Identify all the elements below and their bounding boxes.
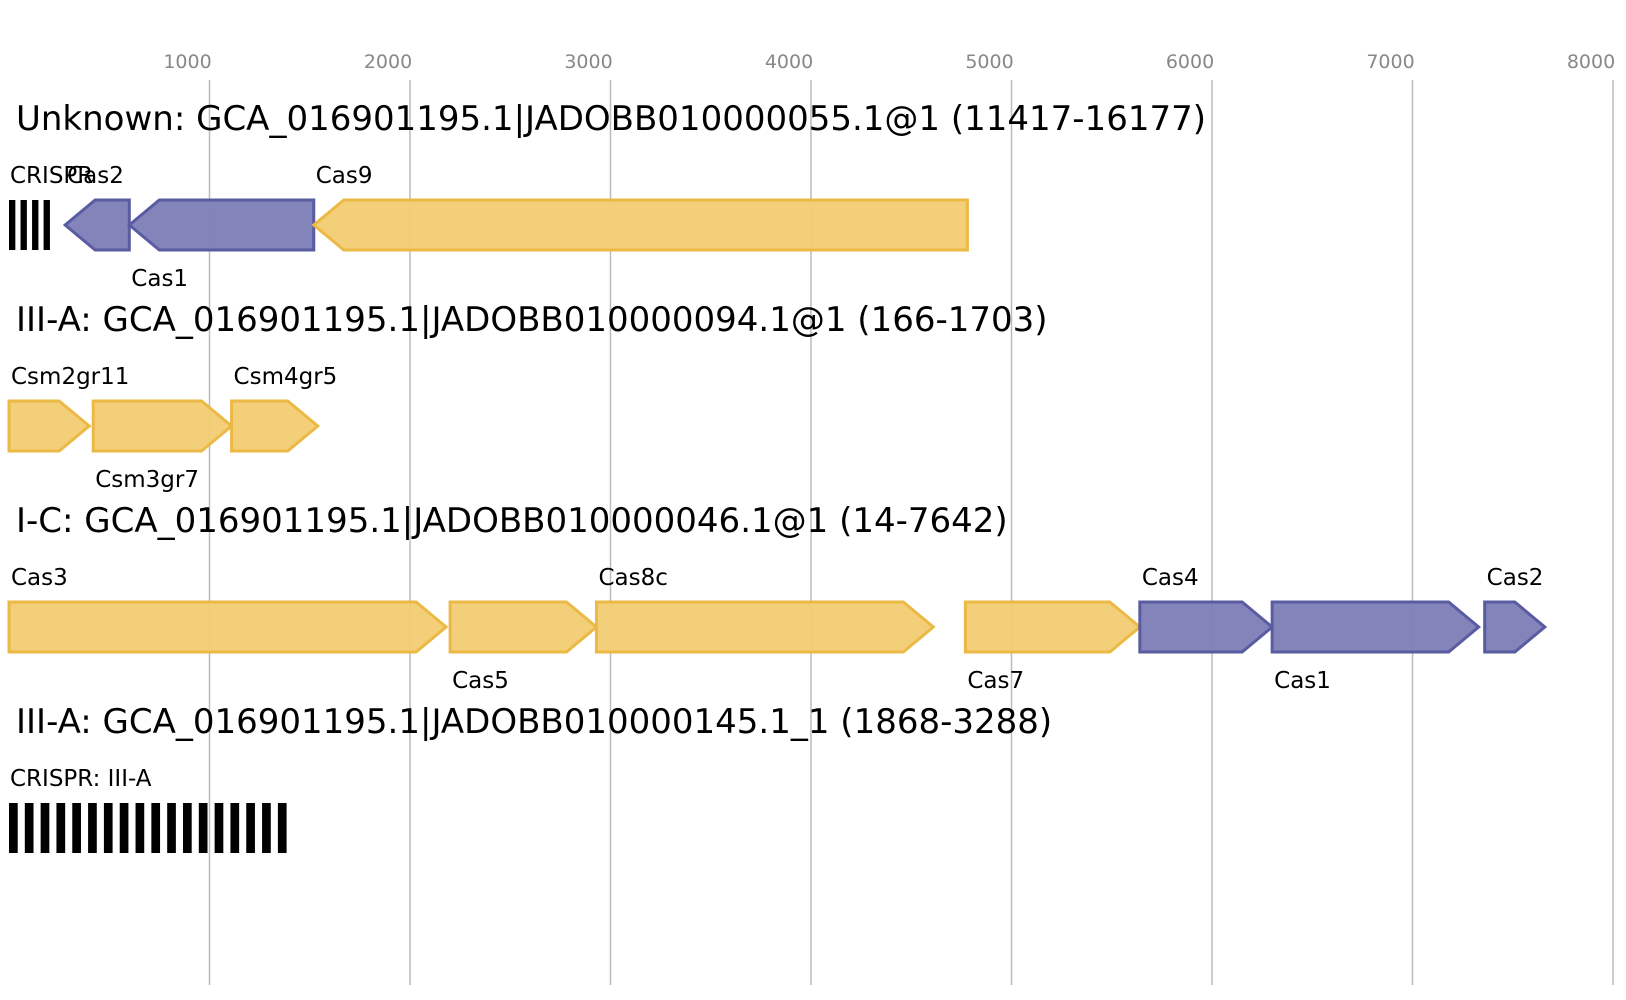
locus-track: III-A: GCA_016901195.1|JADOBB010000094.1… [7,300,1048,493]
gene-cas1-arrow [126,198,316,252]
gene-csm2gr11-arrow [7,399,92,453]
crispr-label: CRISPR: III-A [10,766,152,792]
axis-tick-label: 8000 [1567,51,1615,73]
gene-cas2-arrow [62,198,131,252]
gene-csm4gr5-label: Csm4gr5 [234,364,338,390]
crispr-repeat [43,200,50,250]
crispr-repeat [103,803,113,853]
axis-tick-label: 6000 [1166,51,1214,73]
crispr-repeat [24,803,34,853]
gene-csm3gr7-label: Csm3gr7 [95,467,199,493]
crispr-array: CRISPR [9,163,93,250]
gene-cas2-label: Cas2 [1487,565,1544,591]
locus-title: III-A: GCA_016901195.1|JADOBB010000145.1… [16,702,1052,742]
axis-tick-label: 7000 [1366,51,1414,73]
gene-cas2-label: Cas2 [67,163,124,189]
gene-cas2-arrow [1483,600,1548,654]
crispr-repeat [119,803,129,853]
locus-title: III-A: GCA_016901195.1|JADOBB010000094.1… [16,300,1048,340]
axis-tick-label: 4000 [765,51,813,73]
gene-cas9-arrow [311,198,969,252]
locus-title: Unknown: GCA_016901195.1|JADOBB010000055… [16,99,1206,139]
axis-tick-label: 3000 [564,51,612,73]
crispr-repeat [230,803,240,853]
crispr-repeat [167,803,176,853]
crispr-repeat [72,803,81,853]
crispr-repeat [20,200,27,250]
gene-cas8c-arrow [594,600,936,654]
crispr-repeat [88,803,97,853]
crispr-repeat [135,803,145,853]
gene-cas4-label: Cas4 [1142,565,1199,591]
gene-csm3gr7-arrow [91,399,234,453]
locus-track: Unknown: GCA_016901195.1|JADOBB010000055… [9,99,1206,292]
crispr-array: CRISPR: III-A [9,766,287,853]
crispr-repeat [214,803,224,853]
gene-csm2gr11-label: Csm2gr11 [11,364,129,390]
crispr-repeat [32,200,39,250]
track-list: Unknown: GCA_016901195.1|JADOBB010000055… [7,99,1548,853]
crispr-repeat [246,803,255,853]
gene-cas5-arrow [448,600,599,654]
gene-cas7-arrow [963,600,1143,654]
gene-csm4gr5-arrow [230,399,321,453]
gene-cas1-arrow [1270,600,1482,654]
crispr-repeat [182,803,192,853]
axis-tick-label: 1000 [163,51,211,73]
gene-cas3-label: Cas3 [11,565,68,591]
gene-cas4-arrow [1138,600,1275,654]
axis-tick-label: 2000 [364,51,412,73]
locus-track: I-C: GCA_016901195.1|JADOBB010000046.1@1… [7,501,1548,694]
gene-cas8c-label: Cas8c [598,565,667,591]
locus-track: III-A: GCA_016901195.1|JADOBB010000145.1… [9,702,1052,853]
locus-title: I-C: GCA_016901195.1|JADOBB010000046.1@1… [16,501,1008,541]
crispr-repeat [9,803,18,853]
gene-cas5-label: Cas5 [452,668,509,694]
crispr-repeat [9,200,16,250]
crispr-repeat [262,803,271,853]
gene-cas9-label: Cas9 [316,163,373,189]
gene-cas3-arrow [7,600,449,654]
crispr-repeat [40,803,50,853]
gene-cas7-label: Cas7 [967,668,1024,694]
axis-tick-label: 5000 [965,51,1013,73]
crispr-repeat [56,803,66,853]
crispr-repeat [277,803,287,853]
gene-cas1-label: Cas1 [1274,668,1331,694]
crispr-repeat [151,803,161,853]
gene-cas1-label: Cas1 [131,266,188,292]
crispr-label: CRISPR [10,163,93,189]
crispr-repeat [198,803,208,853]
